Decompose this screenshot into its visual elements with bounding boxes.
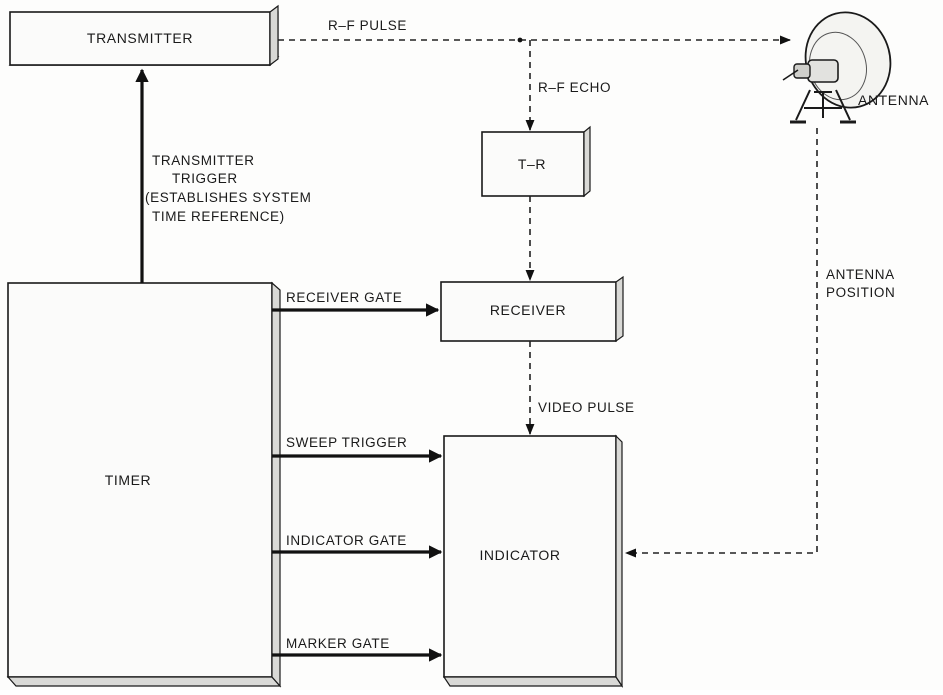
transmitter-trigger-label-line1: TRANSMITTER	[152, 153, 255, 168]
antenna-position-label-line1: ANTENNA	[826, 267, 895, 282]
indicator-gate-label: INDICATOR GATE	[286, 533, 407, 548]
marker-gate-label: MARKER GATE	[286, 636, 390, 651]
rf-pulse-label: R–F PULSE	[328, 18, 407, 33]
transmitter-label: TRANSMITTER	[87, 30, 193, 46]
indicator-block: INDICATOR	[442, 434, 624, 688]
timer-block: TIMER	[6, 281, 282, 688]
sweep-trigger-label: SWEEP TRIGGER	[286, 435, 407, 450]
antenna-label: ANTENNA	[858, 92, 929, 108]
transmitter-trigger-label-line2: TRIGGER	[172, 171, 238, 186]
tr-label: T–R	[518, 156, 546, 172]
antenna-position-line	[624, 128, 818, 558]
receiver-label: RECEIVER	[490, 302, 566, 318]
antenna-position-label-line2: POSITION	[826, 285, 895, 300]
timer-label: TIMER	[105, 472, 152, 488]
receiver-gate-label: RECEIVER GATE	[286, 290, 402, 305]
transmitter-trigger-label-line4: TIME REFERENCE)	[152, 209, 285, 224]
antenna-illustration: ANTENNA	[782, 11, 929, 124]
transmitter-trigger-label-line3: (ESTABLISHES SYSTEM	[145, 190, 311, 205]
tr-block: T–R	[481, 125, 591, 198]
indicator-label: INDICATOR	[479, 547, 560, 563]
junction-dot	[517, 37, 523, 43]
receiver-block: RECEIVER	[440, 275, 624, 343]
video-pulse-label: VIDEO PULSE	[538, 400, 635, 415]
transmitter-block: TRANSMITTER	[8, 4, 280, 67]
rf-echo-label: R–F ECHO	[538, 80, 611, 95]
